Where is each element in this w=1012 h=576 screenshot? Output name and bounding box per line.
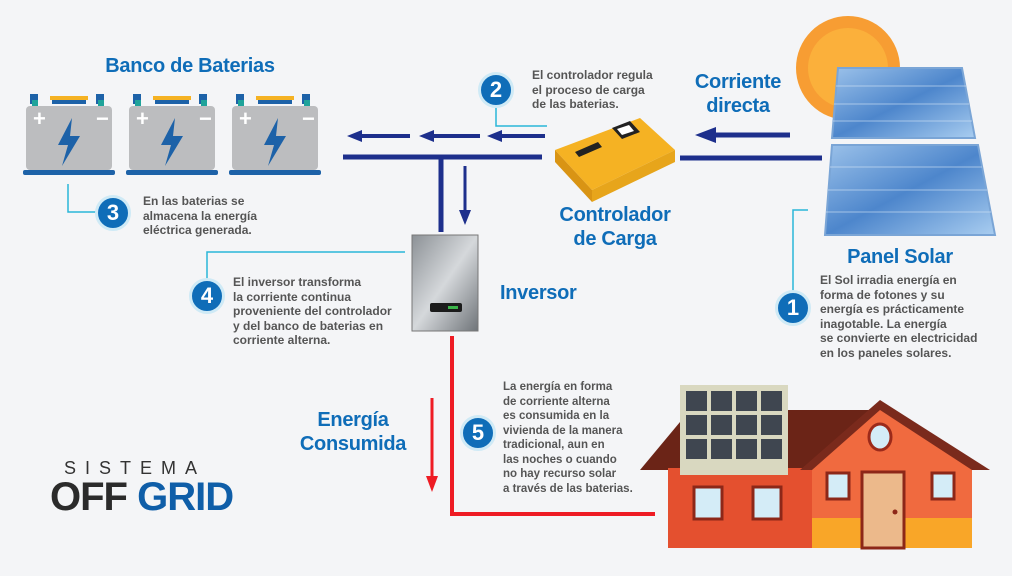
text-line: el proceso de carga xyxy=(532,82,645,97)
logo-word-grid: GRID xyxy=(137,475,234,519)
text-line: de corriente alterna xyxy=(503,395,610,408)
text-line: eléctrica generada. xyxy=(143,223,252,237)
logo-title: OFF GRID xyxy=(50,475,234,520)
minus-terminal-label: − xyxy=(96,106,109,131)
text-line: en los paneles solares. xyxy=(820,345,952,360)
step-1-badge: 1 xyxy=(775,290,811,326)
plus-terminal-label: + xyxy=(136,106,149,131)
text-line: tradicional, aun en xyxy=(503,439,605,451)
text-line: energía es prácticamente xyxy=(820,302,965,316)
text-line: El controlador regula xyxy=(532,68,653,82)
label-line: Consumida xyxy=(299,433,407,455)
house-icon xyxy=(640,385,990,550)
logo-word-off: OFF xyxy=(50,475,128,519)
charge-controller-icon xyxy=(555,118,675,202)
text-line: las noches o cuando xyxy=(503,453,617,466)
minus-terminal-label: − xyxy=(302,106,315,131)
off-grid-logo: SISTEMA OFF GRID xyxy=(50,458,234,520)
text-line: En las baterias se xyxy=(143,194,245,208)
text-line: se convierte en electricidad xyxy=(820,331,978,345)
step-5-description: La energía en forma de corriente alterna e… xyxy=(503,380,633,496)
label-line: Energía xyxy=(317,409,389,431)
step-2-badge: 2 xyxy=(478,72,514,108)
text-line: y del banco de baterias en xyxy=(233,318,384,333)
dc-current-label: Corriente directa xyxy=(668,70,808,118)
callout-lines xyxy=(67,104,808,292)
battery-bank-icon xyxy=(23,94,321,175)
inverter-icon xyxy=(411,234,479,332)
step-4-badge: 4 xyxy=(189,278,225,314)
charge-controller-title: Controlador de Carga xyxy=(535,203,695,251)
battery-bank-title: Banco de Baterias xyxy=(105,55,275,77)
text-line: corriente alterna. xyxy=(233,333,331,347)
label-line: Corriente xyxy=(694,71,782,93)
energy-consumed-label: Energía Consumida xyxy=(285,408,421,456)
minus-terminal-label: − xyxy=(199,106,212,131)
text-line: El inversor transforma xyxy=(233,275,362,289)
text-line: proveniente del controlador xyxy=(233,304,392,318)
text-line: vivienda de la manera xyxy=(503,424,623,437)
title-line: de Carga xyxy=(573,228,657,250)
text-line: la corriente continua xyxy=(233,289,352,304)
plus-terminal-label: + xyxy=(33,106,46,131)
text-line: a través de las baterias. xyxy=(503,482,633,495)
logo-subtitle: SISTEMA xyxy=(64,458,207,478)
text-line: inagotable. La energía xyxy=(820,316,947,331)
text-line: La energía en forma xyxy=(503,381,613,393)
text-line: no hay recurso solar xyxy=(503,468,617,480)
dc-flow-arrows xyxy=(343,127,822,232)
plus-terminal-label: + xyxy=(239,106,252,131)
solar-panel-title: Panel Solar xyxy=(847,246,953,268)
text-line: forma de fotones y su xyxy=(820,287,945,302)
text-line: El Sol irradia energía en xyxy=(820,273,957,287)
solar-panel-icon xyxy=(823,67,997,236)
ac-flow-lines xyxy=(426,336,655,516)
text-line: de las baterias. xyxy=(532,97,619,111)
step-3-badge: 3 xyxy=(95,195,131,231)
step-5-badge: 5 xyxy=(460,415,496,451)
text-line: almacena la energía xyxy=(143,208,258,223)
label-line: directa xyxy=(706,95,770,117)
title-line: Controlador xyxy=(559,204,671,226)
inverter-title: Inversor xyxy=(500,282,577,304)
text-line: es consumida en la xyxy=(503,410,610,422)
